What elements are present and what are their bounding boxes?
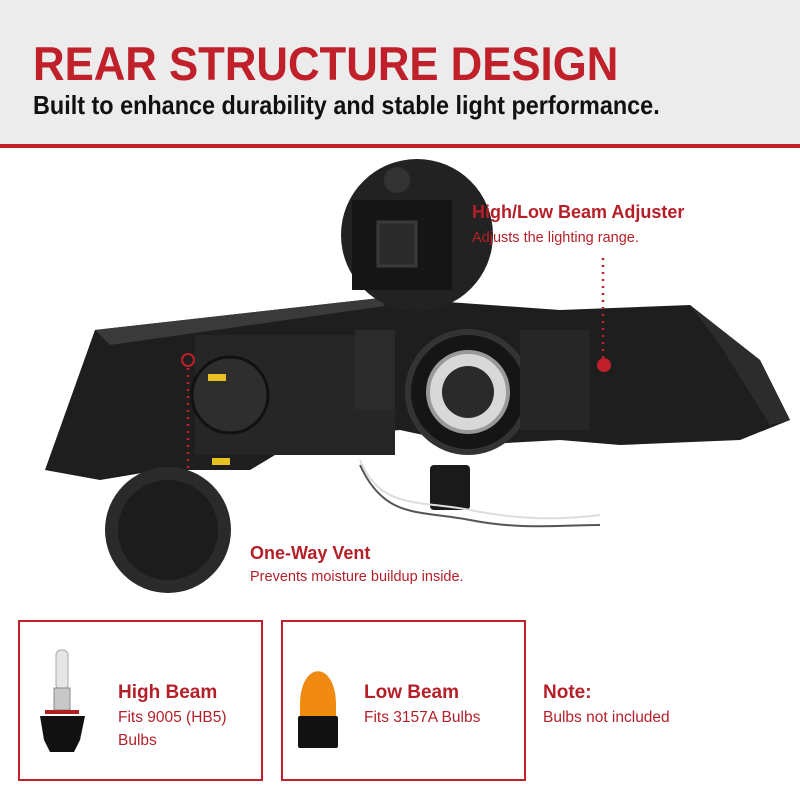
high-beam-bulb-icon: [40, 649, 85, 752]
high-beam-title: High Beam: [118, 682, 218, 703]
low-beam-spec: Fits 3157A Bulbs: [364, 709, 481, 726]
vent-zoom-circle: [105, 467, 231, 593]
page-subtitle: Built to enhance durability and stable l…: [33, 90, 660, 120]
low-beam-bulb-icon: [298, 671, 338, 748]
header-divider: [0, 144, 800, 148]
note-title: Note:: [543, 682, 592, 703]
low-beam-title: Low Beam: [364, 682, 460, 703]
page-title: REAR STRUCTURE DESIGN: [33, 37, 619, 90]
high-beam-spec-2: Bulbs: [118, 732, 157, 749]
vent-title: One-Way Vent: [250, 543, 371, 563]
adjuster-zoom-circle: [341, 159, 493, 311]
high-beam-spec: Fits 9005 (HB5): [118, 709, 227, 726]
vent-description: Prevents moisture buildup inside.: [250, 569, 464, 585]
low-beam-box: [281, 620, 526, 781]
note-text: Bulbs not included: [543, 709, 670, 726]
header-banner: [0, 0, 800, 146]
adjuster-title: High/Low Beam Adjuster: [472, 202, 685, 222]
adjuster-description: Adjusts the lighting range.: [472, 230, 639, 246]
high-beam-box: [18, 620, 263, 781]
